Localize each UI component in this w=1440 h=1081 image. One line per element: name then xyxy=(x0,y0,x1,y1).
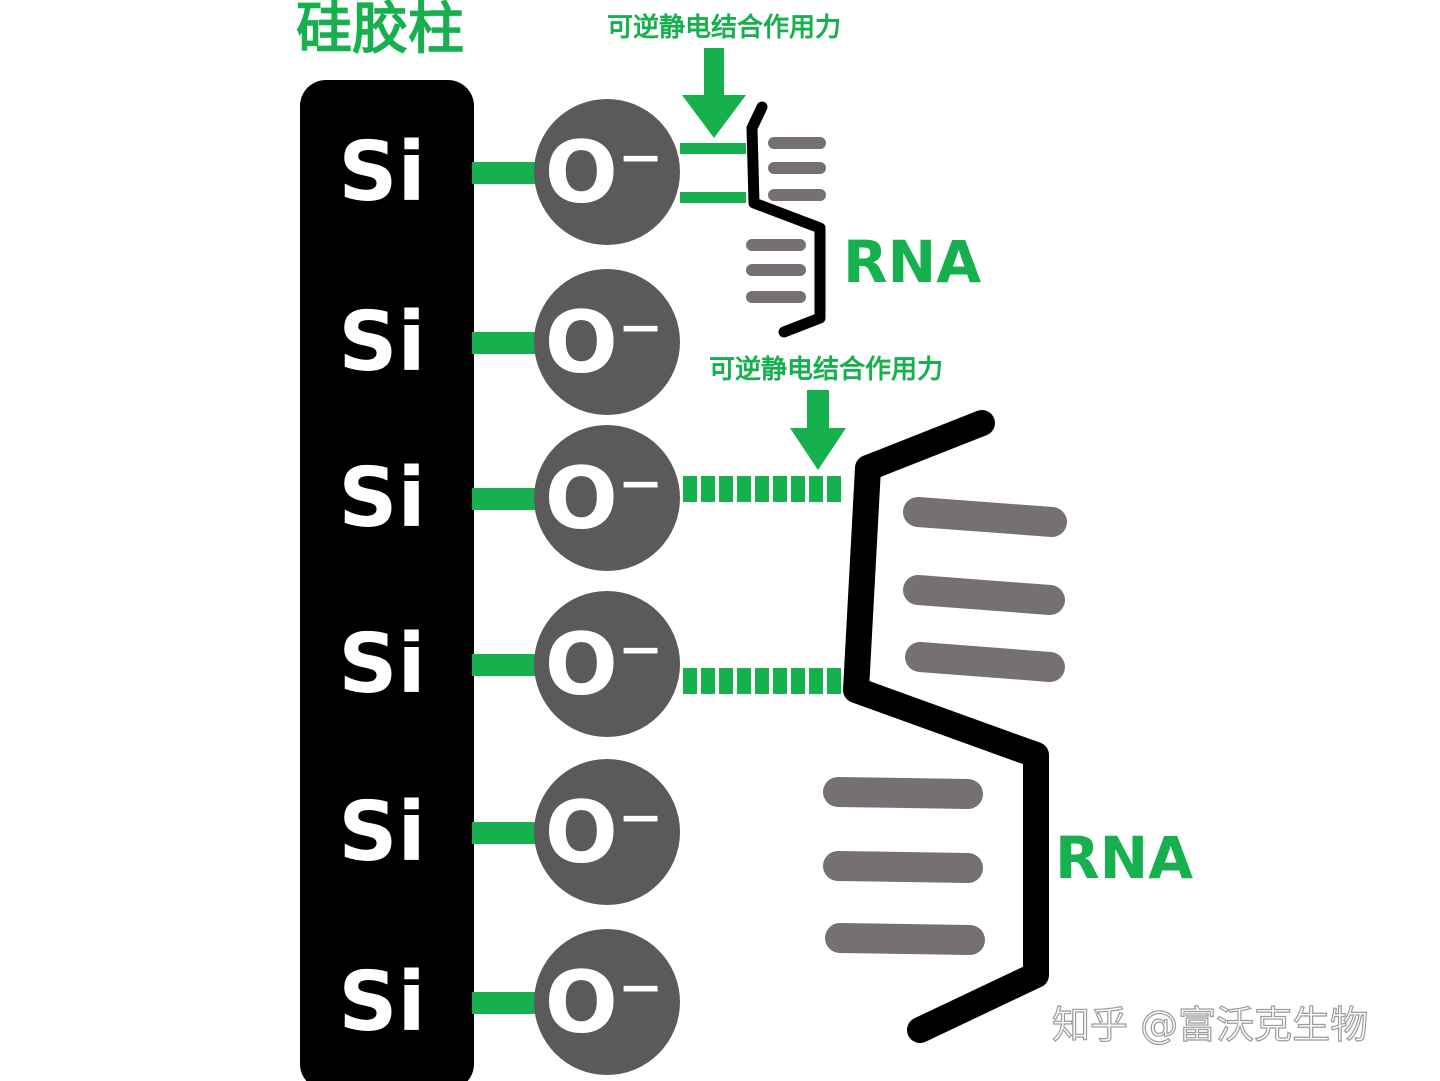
rna-strand-bottom xyxy=(823,410,1067,1043)
silanol-group: Si O⁻ xyxy=(338,591,680,737)
electrostatic-bonds-bottom xyxy=(683,476,841,694)
silicon-atom-label: Si xyxy=(338,451,425,546)
rna-bases xyxy=(823,497,1067,955)
bond-dash xyxy=(809,476,823,502)
bond-dash xyxy=(719,476,733,502)
oxygen-ion-label: O⁻ xyxy=(545,783,664,883)
bond-dash xyxy=(773,476,787,502)
bond-dash xyxy=(719,668,733,694)
rna-bases xyxy=(746,137,826,303)
silicon-atom-label: Si xyxy=(338,617,425,712)
silanol-group: Si O⁻ xyxy=(338,99,680,245)
silanol-group: Si O⁻ xyxy=(338,425,680,571)
silanol-group: Si O⁻ xyxy=(338,929,680,1075)
bond-dash xyxy=(773,668,787,694)
silicon-atom-label: Si xyxy=(338,295,425,390)
bond-dash xyxy=(683,668,697,694)
rna-label-top: RNA xyxy=(843,228,981,296)
bond-dashes xyxy=(680,192,746,203)
column-title: 硅胶柱 xyxy=(296,0,464,62)
oxygen-ion xyxy=(534,591,680,737)
silica-column xyxy=(300,80,474,1081)
force-arrow-top xyxy=(682,48,746,138)
silicon-atom-label: Si xyxy=(338,785,425,880)
oxygen-ion xyxy=(534,759,680,905)
si-o-bond xyxy=(472,332,542,354)
bond-dash xyxy=(755,668,769,694)
bond-dash xyxy=(755,476,769,502)
oxygen-ion xyxy=(534,425,680,571)
si-o-bond xyxy=(472,488,542,510)
rna-backbone xyxy=(746,101,826,338)
rna-label-bottom: RNA xyxy=(1055,824,1193,892)
oxygen-ion-label: O⁻ xyxy=(545,615,664,715)
si-o-bond xyxy=(472,992,542,1014)
electrostatic-bonds-top xyxy=(680,143,746,203)
bond-dash xyxy=(827,476,841,502)
bond-dash xyxy=(791,668,805,694)
si-o-bond xyxy=(472,822,542,844)
force-label-top: 可逆静电结合作用力 xyxy=(607,12,841,43)
force-label-bottom: 可逆静电结合作用力 xyxy=(709,354,943,385)
oxygen-ion-label: O⁻ xyxy=(545,123,664,223)
bond-dash xyxy=(809,668,823,694)
oxygen-ion xyxy=(534,929,680,1075)
silicon-atom-label: Si xyxy=(338,955,425,1050)
bond-dash xyxy=(683,476,697,502)
oxygen-ion xyxy=(534,99,680,245)
force-arrow-bottom xyxy=(790,390,846,470)
bond-dash xyxy=(791,476,805,502)
silanol-group: Si O⁻ xyxy=(338,269,680,415)
oxygen-ion-label: O⁻ xyxy=(545,953,664,1053)
oxygen-ion xyxy=(534,269,680,415)
si-o-bond xyxy=(472,162,542,184)
si-o-bond xyxy=(472,654,542,676)
rna-strand-top xyxy=(746,101,826,338)
watermark: 知乎 @富沃克生物 xyxy=(1052,1003,1368,1047)
bond-dash xyxy=(701,668,715,694)
bond-dashes xyxy=(680,143,746,154)
silanol-group: Si O⁻ xyxy=(338,759,680,905)
bond-dash xyxy=(701,476,715,502)
bond-dash xyxy=(827,668,841,694)
oxygen-ion-label: O⁻ xyxy=(545,449,664,549)
bond-dash xyxy=(737,668,751,694)
silicon-atom-label: Si xyxy=(338,125,425,220)
oxygen-ion-label: O⁻ xyxy=(545,293,664,393)
bond-dash xyxy=(737,476,751,502)
rna-backbone xyxy=(843,410,1049,1043)
